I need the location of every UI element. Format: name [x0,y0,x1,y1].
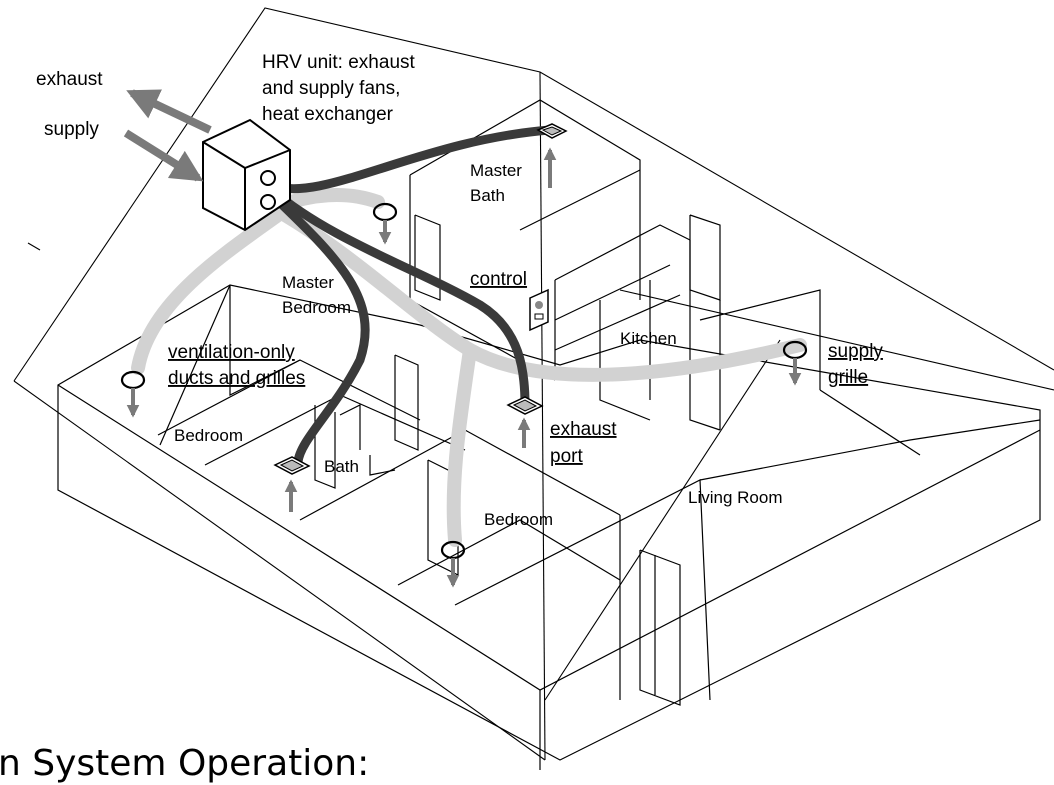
exhaust-port-label-2: port [550,446,583,467]
master-bedroom-label-1: Master [282,273,334,292]
bedroom-bottom-label: Bedroom [484,510,553,529]
bedroom-left-label: Bedroom [174,426,243,445]
control-panel-icon [530,290,548,330]
living-room-label: Living Room [688,488,783,507]
exhaust-port-label-1: exhaust [550,419,617,440]
hrv-label-line2: and supply fans, [262,78,400,99]
hrv-label-line3: heat exchanger [262,104,394,125]
supply-label: supply [44,119,99,140]
master-bedroom-label-2: Bedroom [282,298,351,317]
control-label: control [470,269,527,290]
hrv-label-line1: HRV unit: exhaust [262,52,416,73]
ventilation-label-1: ventilation-only [168,342,295,363]
ventilation-label-2: ducts and grilles [168,368,305,389]
master-bath-label-1: Master [470,161,522,180]
kitchen-label: Kitchen [620,329,677,348]
bath-label: Bath [324,457,359,476]
master-bath-label-2: Bath [470,186,505,205]
caption: n System Operation: [0,743,369,784]
outside-air-arrows [126,93,210,178]
supply-grille-label-1: supply [828,341,883,362]
exhaust-label: exhaust [36,69,103,90]
supply-grille-label-2: grille [828,367,868,388]
